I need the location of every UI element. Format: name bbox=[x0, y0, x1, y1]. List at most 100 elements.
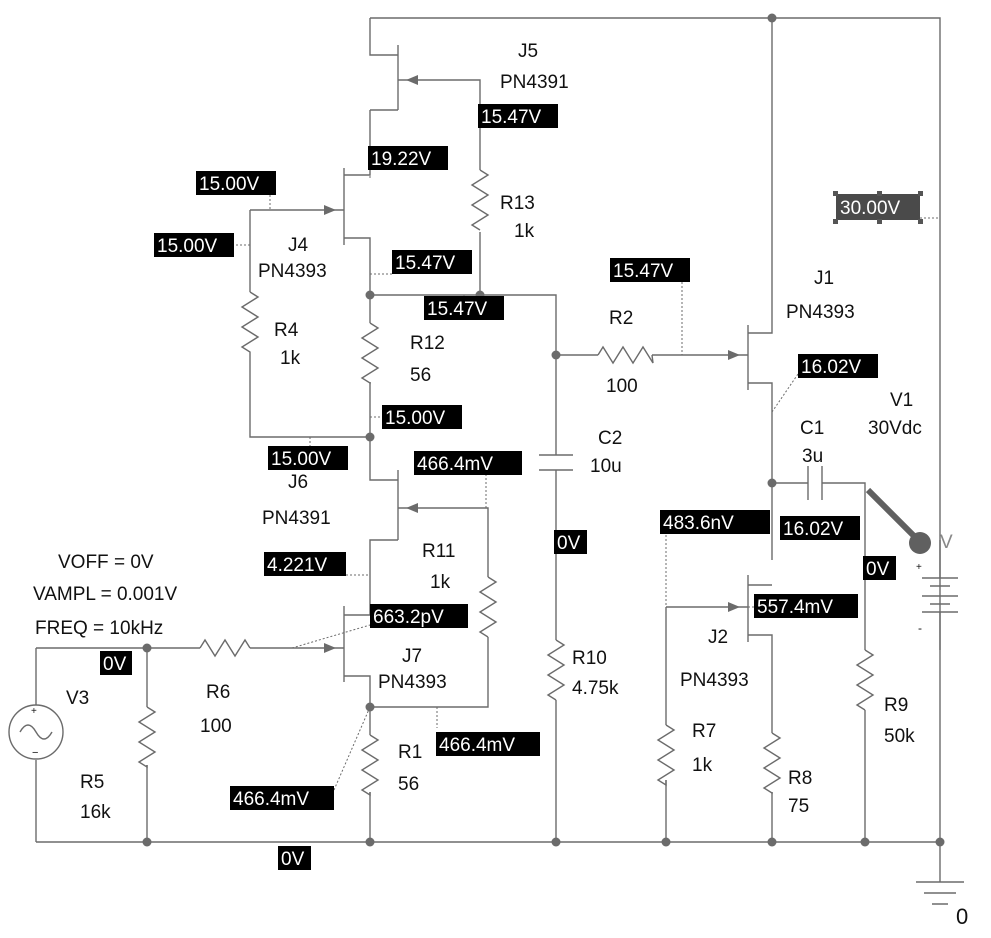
r11-symbol bbox=[478, 576, 498, 638]
r4-ref: R4 bbox=[274, 320, 299, 341]
voltage-leaders bbox=[236, 122, 940, 791]
v1-value: 30Vdc bbox=[868, 418, 922, 439]
voltage-marker-j1-source: 16.02V bbox=[798, 354, 878, 378]
j4-gate-arrow bbox=[324, 205, 336, 215]
voltage-marker-r11-bottom: 466.4mV bbox=[436, 732, 540, 756]
voltage-marker-node-r12-top: 15.47V bbox=[424, 296, 504, 320]
ground-label: 0 bbox=[956, 904, 968, 929]
r2-symbol bbox=[597, 345, 654, 365]
r8-ref: R8 bbox=[788, 768, 812, 789]
r6-symbol bbox=[199, 638, 251, 658]
voltage-marker-c1-left: 16.02V bbox=[780, 516, 860, 540]
voltage-marker-v1-top: 30.00V bbox=[833, 191, 923, 224]
r4-value: 1k bbox=[280, 348, 301, 369]
j1-ref: J1 bbox=[814, 268, 834, 289]
probe-label: V bbox=[940, 532, 953, 553]
voltage-marker-r4-bottom: 15.00V bbox=[268, 446, 348, 470]
c2-ref: C2 bbox=[598, 428, 622, 449]
r2-value: 100 bbox=[606, 376, 638, 397]
voltage-marker-j4-drain: 15.47V bbox=[392, 250, 472, 274]
svg-text:0V: 0V bbox=[557, 533, 581, 554]
voltage-marker-j7-gate: 663.2pV bbox=[370, 604, 468, 628]
j4-ref: J4 bbox=[288, 235, 309, 256]
svg-text:483.6nV: 483.6nV bbox=[663, 513, 734, 534]
r13-value: 1k bbox=[514, 221, 535, 242]
j4-model: PN4393 bbox=[258, 261, 327, 282]
j6-model: PN4391 bbox=[262, 508, 331, 529]
v3-ac-source: + − bbox=[8, 704, 64, 760]
voltage-marker-j4-gate: 15.00V bbox=[196, 171, 276, 195]
svg-text:15.47V: 15.47V bbox=[613, 261, 674, 282]
j2-gate-arrow bbox=[728, 602, 740, 612]
r5-value: 16k bbox=[80, 802, 111, 823]
r12-value: 56 bbox=[410, 365, 431, 386]
r13-symbol bbox=[470, 169, 490, 231]
voltage-marker-r2-right: 15.47V bbox=[610, 258, 690, 282]
r2-ref: R2 bbox=[609, 308, 633, 329]
svg-text:+: + bbox=[916, 562, 922, 573]
j5-model: PN4391 bbox=[500, 72, 569, 93]
r5-symbol bbox=[137, 706, 157, 769]
r7-symbol bbox=[656, 724, 676, 787]
svg-text:-: - bbox=[918, 621, 922, 635]
j7-model: PN4393 bbox=[378, 672, 447, 693]
r9-symbol bbox=[855, 649, 875, 711]
voltage-marker-c2-bottom: 0V bbox=[554, 530, 587, 554]
svg-text:0V: 0V bbox=[866, 559, 890, 580]
svg-text:663.2pV: 663.2pV bbox=[373, 607, 444, 628]
svg-text:15.47V: 15.47V bbox=[481, 107, 542, 128]
r13-ref: R13 bbox=[500, 193, 535, 214]
r11-ref: R11 bbox=[422, 541, 455, 562]
svg-text:15.00V: 15.00V bbox=[157, 236, 218, 257]
r6-ref: R6 bbox=[206, 682, 230, 703]
voltage-marker-r9-top: 0V bbox=[863, 556, 896, 580]
r9-value: 50k bbox=[884, 726, 915, 747]
c1-value: 3u bbox=[802, 446, 823, 467]
svg-text:15.47V: 15.47V bbox=[427, 299, 488, 320]
j7-ref: J7 bbox=[402, 646, 422, 667]
svg-text:−: − bbox=[32, 747, 38, 759]
voltage-marker-j5-source: 19.22V bbox=[368, 146, 448, 170]
c1-ref: C1 bbox=[800, 418, 824, 439]
r10-ref: R10 bbox=[572, 648, 607, 669]
svg-text:15.47V: 15.47V bbox=[395, 253, 456, 274]
j6-gate-arrow bbox=[406, 503, 418, 513]
r7-ref: R7 bbox=[692, 721, 716, 742]
svg-text:19.22V: 19.22V bbox=[371, 149, 432, 170]
j6-ref: J6 bbox=[288, 472, 308, 493]
r4-symbol bbox=[240, 291, 260, 360]
svg-text:15.00V: 15.00V bbox=[199, 174, 260, 195]
svg-text:557.4mV: 557.4mV bbox=[757, 597, 833, 618]
svg-text:466.4mV: 466.4mV bbox=[417, 454, 493, 475]
r8-symbol bbox=[762, 732, 782, 795]
r6-value: 100 bbox=[200, 716, 232, 737]
jfet-gate-arrows bbox=[324, 75, 740, 653]
v3-ref: V3 bbox=[66, 688, 89, 709]
wires bbox=[35, 17, 941, 882]
voltage-marker-ground-bus: 0V bbox=[278, 846, 311, 870]
voltage-marker-r12-bottom: 15.00V bbox=[382, 405, 462, 429]
v1-ref: V1 bbox=[890, 390, 913, 411]
v1-battery: + - bbox=[916, 562, 958, 635]
c2-value: 10u bbox=[590, 456, 622, 477]
j5-ref: J5 bbox=[518, 41, 538, 62]
j2-ref: J2 bbox=[708, 627, 728, 648]
r1-ref: R1 bbox=[398, 742, 422, 763]
freq-text: FREQ = 10kHz bbox=[35, 618, 163, 639]
svg-text:+: + bbox=[31, 706, 37, 717]
voltage-marker-j2-source: 557.4mV bbox=[754, 594, 858, 618]
svg-text:30.00V: 30.00V bbox=[840, 198, 901, 219]
capacitor-symbols bbox=[539, 454, 823, 500]
voltage-marker-r1-top: 466.4mV bbox=[230, 786, 334, 810]
voltage-marker-j4-left: 15.00V bbox=[154, 233, 234, 257]
voff-text: VOFF = 0V bbox=[58, 552, 154, 573]
svg-text:466.4mV: 466.4mV bbox=[233, 789, 309, 810]
r1-value: 56 bbox=[398, 774, 419, 795]
r5-ref: R5 bbox=[80, 772, 104, 793]
j7-gate-arrow bbox=[324, 643, 336, 653]
r1-symbol bbox=[360, 734, 380, 797]
r12-symbol bbox=[360, 322, 380, 385]
v3-parameters: VOFF = 0V VAMPL = 0.001V FREQ = 10kHz bbox=[33, 552, 177, 639]
voltage-marker-j5-gate: 15.47V bbox=[478, 104, 558, 128]
